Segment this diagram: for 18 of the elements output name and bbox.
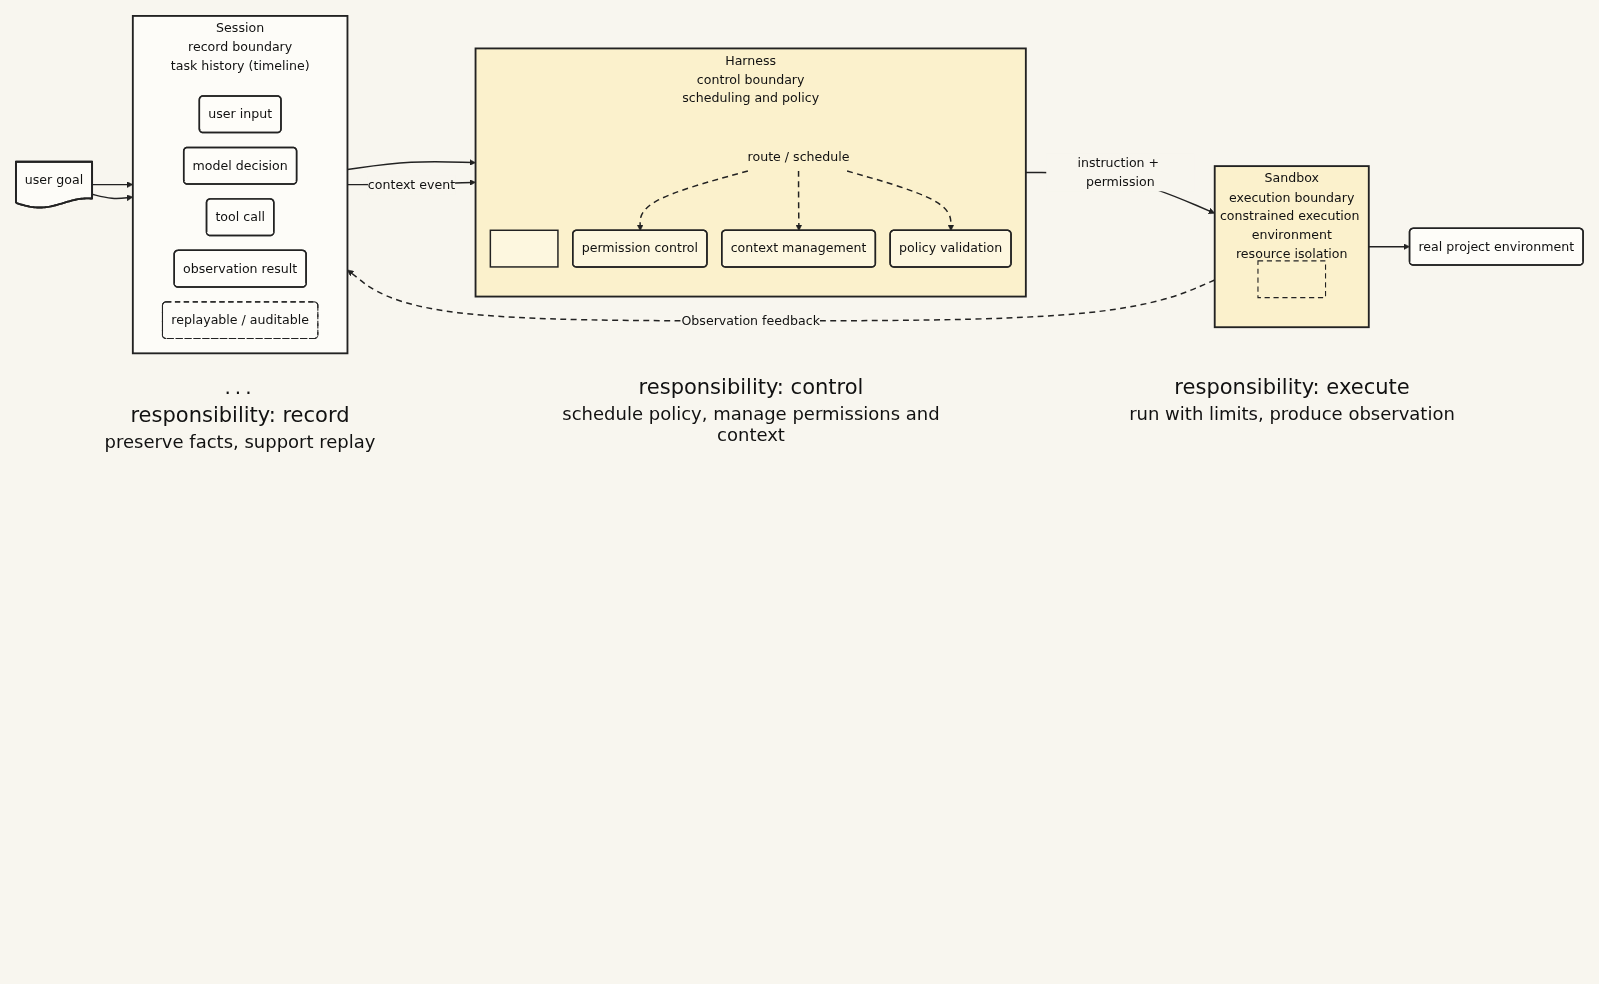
edge-label: context event xyxy=(367,176,456,192)
responsibility-heading: responsibility: control xyxy=(638,375,864,399)
ellipsis: ... xyxy=(224,375,256,399)
arrow xyxy=(1368,243,1410,250)
node-box xyxy=(489,229,559,268)
node-box xyxy=(1257,260,1327,299)
arrow xyxy=(636,170,749,231)
arrow xyxy=(846,170,955,231)
edge-label: instruction + permission xyxy=(1077,155,1160,189)
responsibility-heading: responsibility: record xyxy=(130,403,350,427)
responsibility-note: schedule policy, manage permissions and context xyxy=(561,403,941,445)
cluster: Sandbox execution boundary constrained execution environment resource isolation xyxy=(1213,165,1370,329)
responsibility-note: preserve facts, support replay xyxy=(104,431,376,452)
edge-label: Observation feedback xyxy=(681,312,820,328)
arrow xyxy=(795,170,803,231)
node-text: route / schedule xyxy=(747,149,850,164)
responsibility-note: run with limits, produce observation xyxy=(1129,403,1455,424)
responsibility-heading: responsibility: execute xyxy=(1174,375,1410,399)
